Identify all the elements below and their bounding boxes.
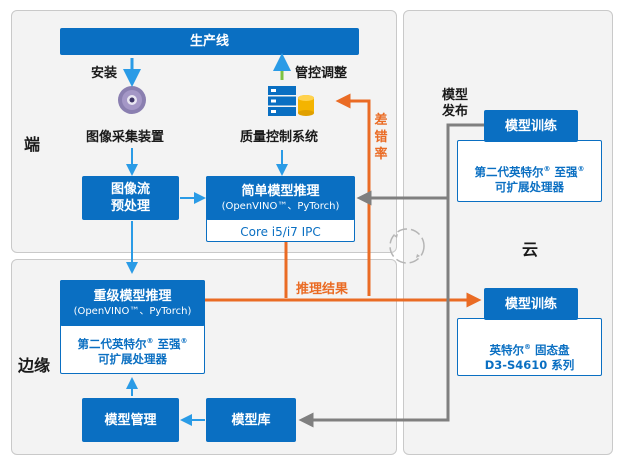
quality-control-label: 质量控制系统 bbox=[240, 130, 319, 145]
cycle-icon bbox=[389, 228, 425, 264]
edge-inference-processor: 第二代英特尔® 至强® 可扩展处理器 bbox=[60, 334, 205, 367]
region-label-cloud: 云 bbox=[522, 240, 539, 259]
simple-inference-hardware: Core i5/i7 IPC bbox=[240, 225, 321, 239]
processor-line2: 可扩展处理器 bbox=[495, 179, 564, 194]
storage-line1b: 固态盘 bbox=[530, 342, 570, 357]
registered-mark: ® bbox=[180, 337, 188, 345]
edge-inference-title: 重级模型推理 bbox=[93, 289, 172, 304]
error-rate-arrow bbox=[335, 93, 371, 296]
registered-mark: ® bbox=[543, 165, 551, 173]
processor-line1b: 至强 bbox=[550, 164, 578, 179]
cloud-training-top-processor: 第二代英特尔® 至强® 可扩展处理器 bbox=[457, 162, 602, 195]
control-label: 管控调整 bbox=[295, 66, 348, 81]
edge-inference-subtitle: (OpenVINO™、PyTorch) bbox=[73, 306, 192, 317]
cloud-training-top-container bbox=[457, 140, 602, 202]
image-preprocess-label: 图像流 预处理 bbox=[110, 182, 150, 214]
model-release-arrow bbox=[356, 123, 484, 206]
processor-line1: 第二代英特尔 bbox=[474, 164, 544, 179]
processor-line1: 第二代英特尔 bbox=[77, 336, 147, 351]
storage-line1: 英特尔 bbox=[489, 342, 524, 357]
server-database-icon bbox=[266, 84, 316, 118]
storage-line2: D3-S4610 系列 bbox=[484, 357, 575, 372]
error-rate-label: 差 错 率 bbox=[374, 113, 388, 162]
production-line-bar: 生产线 bbox=[60, 28, 359, 55]
install-label: 安装 bbox=[91, 66, 118, 81]
image-capture-label: 图像采集装置 bbox=[86, 130, 165, 145]
cloud-region bbox=[403, 10, 613, 455]
processor-line1b: 至强 bbox=[153, 336, 181, 351]
simple-inference-box: 简单模型推理 (OpenVINO™、PyTorch) bbox=[206, 176, 355, 220]
cd-disc-icon bbox=[117, 85, 147, 115]
simple-inference-title: 简单模型推理 bbox=[241, 184, 320, 199]
edge-inference-box: 重级模型推理 (OpenVINO™、PyTorch) bbox=[60, 280, 205, 326]
model-management-box: 模型管理 bbox=[82, 398, 179, 442]
registered-mark: ® bbox=[523, 343, 531, 351]
cloud-training-bottom-storage: 英特尔® 固态盘 D3-S4610 系列 bbox=[457, 340, 602, 373]
registered-mark: ® bbox=[146, 337, 154, 345]
region-label-edge: 端 bbox=[24, 135, 41, 154]
simple-inference-subtitle: (OpenVINO™、PyTorch) bbox=[221, 201, 340, 212]
processor-line2: 可扩展处理器 bbox=[98, 351, 167, 366]
model-release-to-library-arrow bbox=[298, 198, 450, 428]
region-label-edge-computing: 边缘 bbox=[18, 356, 51, 375]
registered-mark: ® bbox=[577, 165, 585, 173]
image-preprocess-box: 图像流 预处理 bbox=[82, 176, 179, 220]
inference-result-label: 推理结果 bbox=[296, 282, 349, 297]
cloud-training-bottom-title: 模型训练 bbox=[484, 288, 578, 320]
model-release-label: 模型 发布 bbox=[442, 88, 469, 119]
model-library-box: 模型库 bbox=[206, 398, 296, 442]
cloud-training-top-title: 模型训练 bbox=[484, 110, 578, 142]
